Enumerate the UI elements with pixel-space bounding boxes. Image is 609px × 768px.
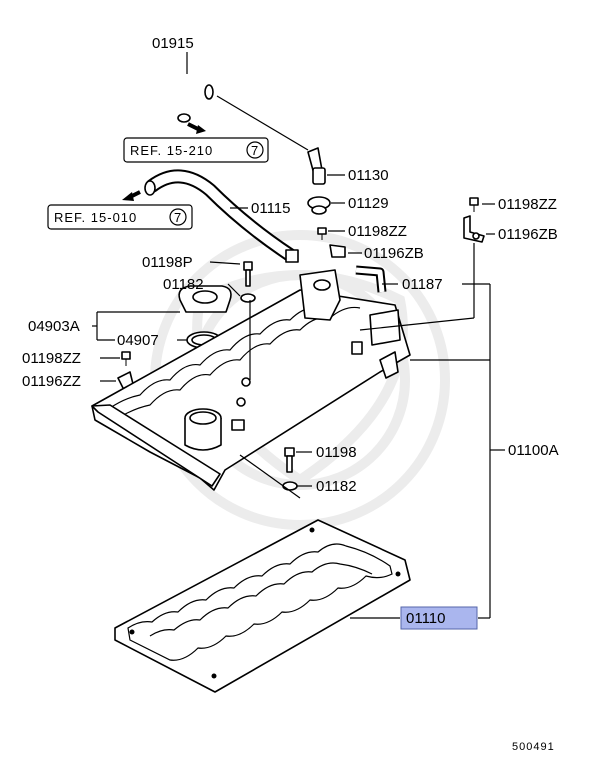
- label-01187[interactable]: 01187: [402, 276, 443, 293]
- label-01198-lower[interactable]: 01198: [316, 444, 357, 461]
- label-01129[interactable]: 01129: [348, 195, 389, 212]
- washer-01182-lower[interactable]: [282, 481, 298, 491]
- ref-box-15-210[interactable]: REF. 15-210 7: [123, 137, 269, 163]
- bolt-01198zz-left[interactable]: [121, 351, 131, 366]
- label-01115[interactable]: 01115: [251, 200, 291, 217]
- label-01196zb-middle[interactable]: 01196ZB: [364, 245, 424, 262]
- label-01198zz-middle[interactable]: 01198ZZ: [348, 223, 407, 240]
- bolt-01198-lower[interactable]: [284, 447, 295, 473]
- label-01198p[interactable]: 01198P: [142, 254, 193, 271]
- gasket-01110[interactable]: [114, 519, 411, 693]
- valve-cover-01100a[interactable]: [91, 269, 411, 491]
- hose-01915[interactable]: [162, 80, 214, 134]
- label-01100a[interactable]: 01100A: [508, 442, 559, 459]
- hose-01115[interactable]: [122, 169, 299, 263]
- bolt-01198p[interactable]: [243, 261, 253, 287]
- diagram-code: 500491: [512, 741, 555, 753]
- hose-01187[interactable]: [355, 265, 387, 293]
- washer-01182-upper[interactable]: [240, 293, 256, 303]
- bolt-01198zz-right[interactable]: [469, 197, 479, 212]
- label-04907[interactable]: 04907: [117, 332, 159, 349]
- leader-lines: [92, 52, 505, 619]
- label-01915[interactable]: 01915: [152, 35, 194, 52]
- label-01182-lower[interactable]: 01182: [316, 478, 357, 495]
- pcv-valve-01130[interactable]: [307, 147, 326, 185]
- oil-cap-04903a[interactable]: [178, 285, 232, 313]
- label-01198zz-left[interactable]: 01198ZZ: [22, 350, 81, 367]
- ref-text-15-010: REF. 15-010: [54, 210, 137, 225]
- ref-box-15-010[interactable]: REF. 15-010 7: [47, 204, 193, 230]
- label-01196zz[interactable]: 01196ZZ: [22, 373, 81, 390]
- label-01198zz-right[interactable]: 01198ZZ: [498, 196, 557, 213]
- label-01130[interactable]: 01130: [348, 167, 389, 184]
- label-01110[interactable]: 01110: [406, 610, 446, 627]
- ref-number-circle: 7: [174, 210, 182, 225]
- bracket-01196zb-middle[interactable]: [329, 244, 346, 258]
- label-01110-highlight: [400, 606, 478, 630]
- ref-number-circle: 7: [251, 143, 259, 158]
- bolt-01198zz-middle[interactable]: [317, 227, 327, 240]
- grommet-01129[interactable]: [307, 196, 331, 215]
- label-01196zb-right[interactable]: 01196ZB: [498, 226, 558, 243]
- label-04903a[interactable]: 04903A: [28, 318, 80, 335]
- label-01182-upper[interactable]: 01182: [163, 276, 204, 293]
- part-labels: 01915 01130 01129 01115 01198ZZ 01196ZB …: [22, 35, 559, 630]
- bracket-01196zb-right[interactable]: [463, 215, 485, 243]
- ref-text-15-210: REF. 15-210: [130, 143, 213, 158]
